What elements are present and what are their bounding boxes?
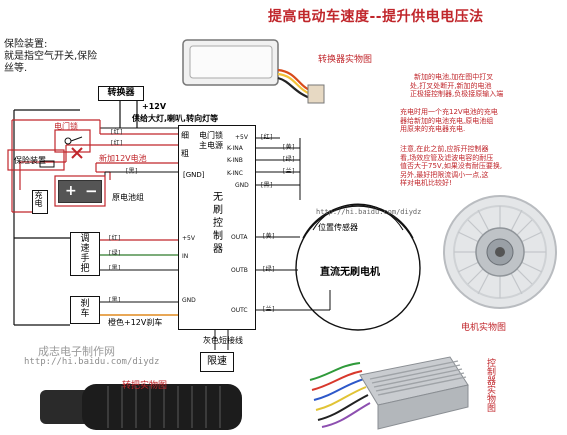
- note2-line-3: 用原来的充电器充电.: [400, 125, 466, 133]
- thin-label: 粗: [181, 149, 189, 158]
- controller-lock-label: 电门锁 主电源: [199, 131, 223, 151]
- tag-black-gnd: [黑]: [260, 182, 274, 189]
- note3-line-2: 看,场效应管及滤波电容的耐压: [400, 153, 494, 162]
- controller-box: 电门锁 主电源 细 粗 [GND] 无 刷 控 制 器 +5V IN GND +…: [178, 125, 256, 330]
- pin-outa: OUTA: [231, 234, 248, 241]
- tag-red-thick: [红]: [110, 129, 124, 136]
- pin-inb: K-INB: [227, 157, 243, 164]
- minus-icon: −: [85, 182, 98, 200]
- note1-line-3: 正极接控制器,负极接原输入端: [410, 90, 504, 98]
- throttle-box: 调速手把: [70, 232, 100, 276]
- supply-label: 供给大灯,喇叭,转向灯等: [132, 114, 219, 123]
- gnd-label: [GND]: [183, 171, 205, 179]
- pin-gnd: GND: [235, 182, 249, 189]
- tag-red-throttle: [红]: [108, 235, 122, 242]
- throttle-photo-caption: 转把实物图: [122, 381, 168, 391]
- pin-outb: OUTB: [231, 267, 248, 274]
- controller-char-4: 制: [213, 231, 223, 242]
- add-battery-label: 新加12V电池: [99, 154, 147, 163]
- tag-red-5v: [红]: [260, 134, 274, 141]
- brake-wire-label: 橙色+12V刹车: [108, 318, 163, 327]
- converter-photo: [182, 39, 325, 104]
- tag-green-inb: [绿]: [282, 156, 296, 163]
- pin-outc: OUTC: [231, 307, 248, 314]
- note3-line-4: 另外,最好把限流调小一点,这: [400, 170, 489, 179]
- plus-icon: +: [65, 183, 77, 199]
- note1-line-2: 处,打叉处断开,新加的电池: [410, 81, 492, 90]
- converter-box: 转换器: [98, 86, 144, 101]
- original-battery-label: 原电池组: [112, 193, 144, 202]
- controller-photo: [309, 356, 469, 430]
- tag-yellow-ina: [黄]: [282, 144, 296, 151]
- tag-blue-inc: [兰]: [282, 168, 296, 175]
- charge-label: 充电: [34, 191, 43, 207]
- note3-line-3: 值否大于75V,如果没有耐压要换,: [400, 162, 503, 170]
- page-title: 提高电动车速度--提升供电电压法: [268, 9, 484, 25]
- tag-black-throttle: [黑]: [108, 265, 122, 272]
- motor-photo: [443, 195, 557, 309]
- door-lock-label: 电门锁: [54, 122, 78, 131]
- brake-label: 刹车: [80, 299, 90, 319]
- controller-char-5: 器: [213, 244, 223, 255]
- motor-label: 直流无刷电机: [320, 267, 380, 278]
- battery-block: + −: [58, 180, 102, 203]
- tag-green-outb: [绿]: [262, 266, 276, 273]
- controller-char-2: 刷: [213, 205, 223, 216]
- controller-char-1: 无: [213, 192, 223, 203]
- note-paragraph-3: 注意,在此之前,应拆开控制器 看,场效应管及滤波电容的耐压 值否大于75V,如果…: [400, 145, 502, 188]
- pin-inc: K-INC: [227, 170, 243, 177]
- tag-green-throttle: [绿]: [108, 250, 122, 257]
- pin-5v: +5V: [235, 134, 248, 141]
- pin-left-5v: +5V: [182, 235, 195, 242]
- tag-black-gnd-left: [黑]: [125, 168, 139, 175]
- converter-photo-caption: 转换器实物图: [318, 55, 373, 65]
- brake-box: 刹车: [70, 296, 100, 324]
- fuse-icon: [39, 160, 55, 168]
- url-watermark: http://hi.baidu.com/diydz: [316, 208, 422, 216]
- pin-ina: K-INA: [227, 145, 243, 152]
- tag-blue-outc: [兰]: [262, 306, 276, 313]
- plus12v-label: +12V: [142, 102, 167, 111]
- controller-lock-line-2: 主电源: [199, 141, 223, 150]
- controller-lock-line-1: 电门锁: [199, 131, 223, 140]
- protection-line-2: 就是指空气开关,保险: [4, 51, 98, 62]
- tag-yellow-outa: [黄]: [262, 233, 276, 240]
- tag-red-thin: [红]: [110, 140, 124, 147]
- note3-line-5: 样对电机比较好!: [400, 179, 452, 187]
- speed-limit-label: 限速: [207, 356, 227, 367]
- note1-line-1: 新加的电池,加在图中打叉: [414, 73, 494, 81]
- controller-body-label: 无 刷 控 制 器: [213, 191, 223, 256]
- fuse-label: 保险装置: [14, 156, 46, 165]
- protection-line-1: 保险装置:: [4, 39, 48, 50]
- tag-black-brake: [黑]: [108, 297, 122, 304]
- converter-box-label: 转换器: [107, 88, 135, 98]
- pin-left-in: IN: [182, 253, 189, 260]
- note-paragraph-1: 新加的电池,加在图中打叉 处,打叉处断开,新加的电池 正极接控制器,负极接原输入…: [384, 73, 503, 99]
- controller-photo-caption: 控制器实物图: [485, 358, 495, 412]
- note2-line-1: 充电时用一个充12V电池的充电: [400, 108, 498, 116]
- gray-short-wire-label: 灰色短接线: [203, 336, 243, 345]
- hall-sensor-label: 位置传感器: [318, 223, 358, 232]
- protection-line-3: 丝等.: [4, 63, 28, 74]
- charge-box: 充电: [32, 190, 48, 214]
- note-paragraph-2: 充电时用一个充12V电池的充电 器给新加的电池充电,原电池组 用原来的充电器充电…: [400, 108, 498, 134]
- key-switch-icon: [64, 136, 83, 145]
- brand-name: 成志电子制作网: [38, 345, 115, 358]
- note3-line-1: 注意,在此之前,应拆开控制器: [400, 145, 489, 153]
- speed-limit-box: 限速: [200, 352, 234, 372]
- note2-line-2: 器给新加的电池充电,原电池组: [400, 116, 494, 125]
- controller-char-3: 控: [213, 218, 223, 229]
- brand-url: http://hi.baidu.com/diydz: [24, 357, 160, 367]
- pin-left-gnd: GND: [182, 297, 196, 304]
- throttle-label: 调速手把: [80, 234, 90, 274]
- throttle-photo: [40, 384, 242, 430]
- motor-photo-caption: 电机实物图: [461, 323, 507, 333]
- protection-note: 保险装置: 就是指空气开关,保险 丝等.: [4, 39, 97, 75]
- thick-label: 细: [181, 131, 189, 140]
